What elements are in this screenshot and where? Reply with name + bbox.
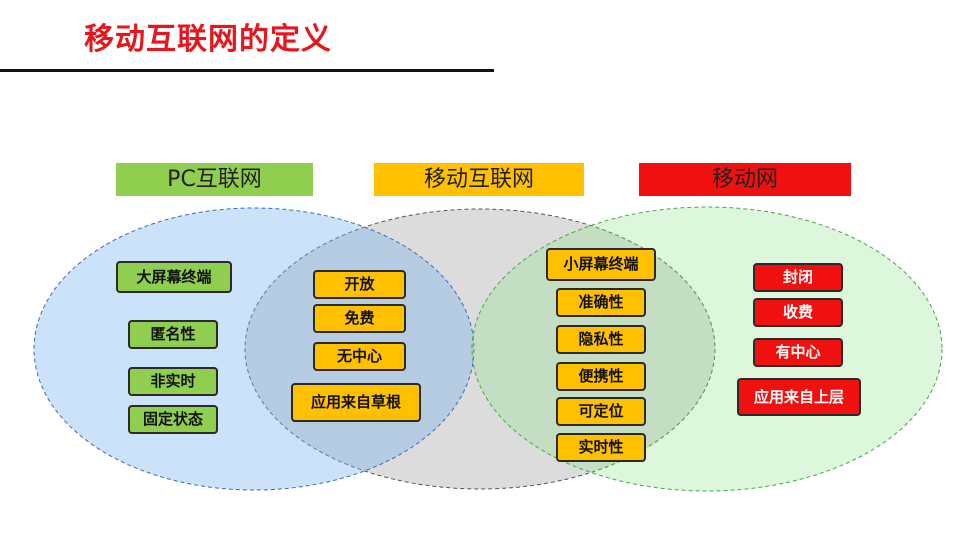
tag-network-0: 封闭: [753, 263, 843, 292]
tag-shared-left-3: 应用来自草根: [291, 383, 421, 422]
page-title: 移动互联网的定义: [84, 22, 332, 57]
tag-network-3: 应用来自上层: [737, 378, 861, 416]
tag-network-1: 收费: [753, 298, 843, 327]
tag-pc-2: 非实时: [128, 367, 218, 396]
venn-circle-pc: [33, 207, 475, 491]
header-mobile-internet: 移动互联网: [374, 163, 584, 196]
header-mobile-network: 移动网: [639, 163, 851, 196]
title-underline: [0, 69, 494, 72]
tag-network-2: 有中心: [753, 338, 843, 367]
tag-shared-left-1: 免费: [313, 304, 406, 333]
tag-pc-1: 匿名性: [128, 320, 218, 349]
tag-shared-right-3: 便携性: [556, 362, 646, 391]
tag-shared-right-2: 隐私性: [556, 325, 646, 354]
tag-shared-left-0: 开放: [313, 270, 406, 299]
tag-shared-left-2: 无中心: [313, 342, 406, 371]
tag-shared-right-0: 小屏幕终端: [546, 248, 656, 281]
tag-shared-right-4: 可定位: [556, 397, 646, 426]
header-pc-internet: PC互联网: [116, 163, 313, 196]
venn-circle-mobile-network: [471, 206, 943, 492]
tag-pc-0: 大屏幕终端: [116, 261, 232, 293]
tag-shared-right-5: 实时性: [556, 433, 646, 462]
tag-shared-right-1: 准确性: [556, 288, 646, 317]
tag-pc-3: 固定状态: [128, 405, 218, 434]
